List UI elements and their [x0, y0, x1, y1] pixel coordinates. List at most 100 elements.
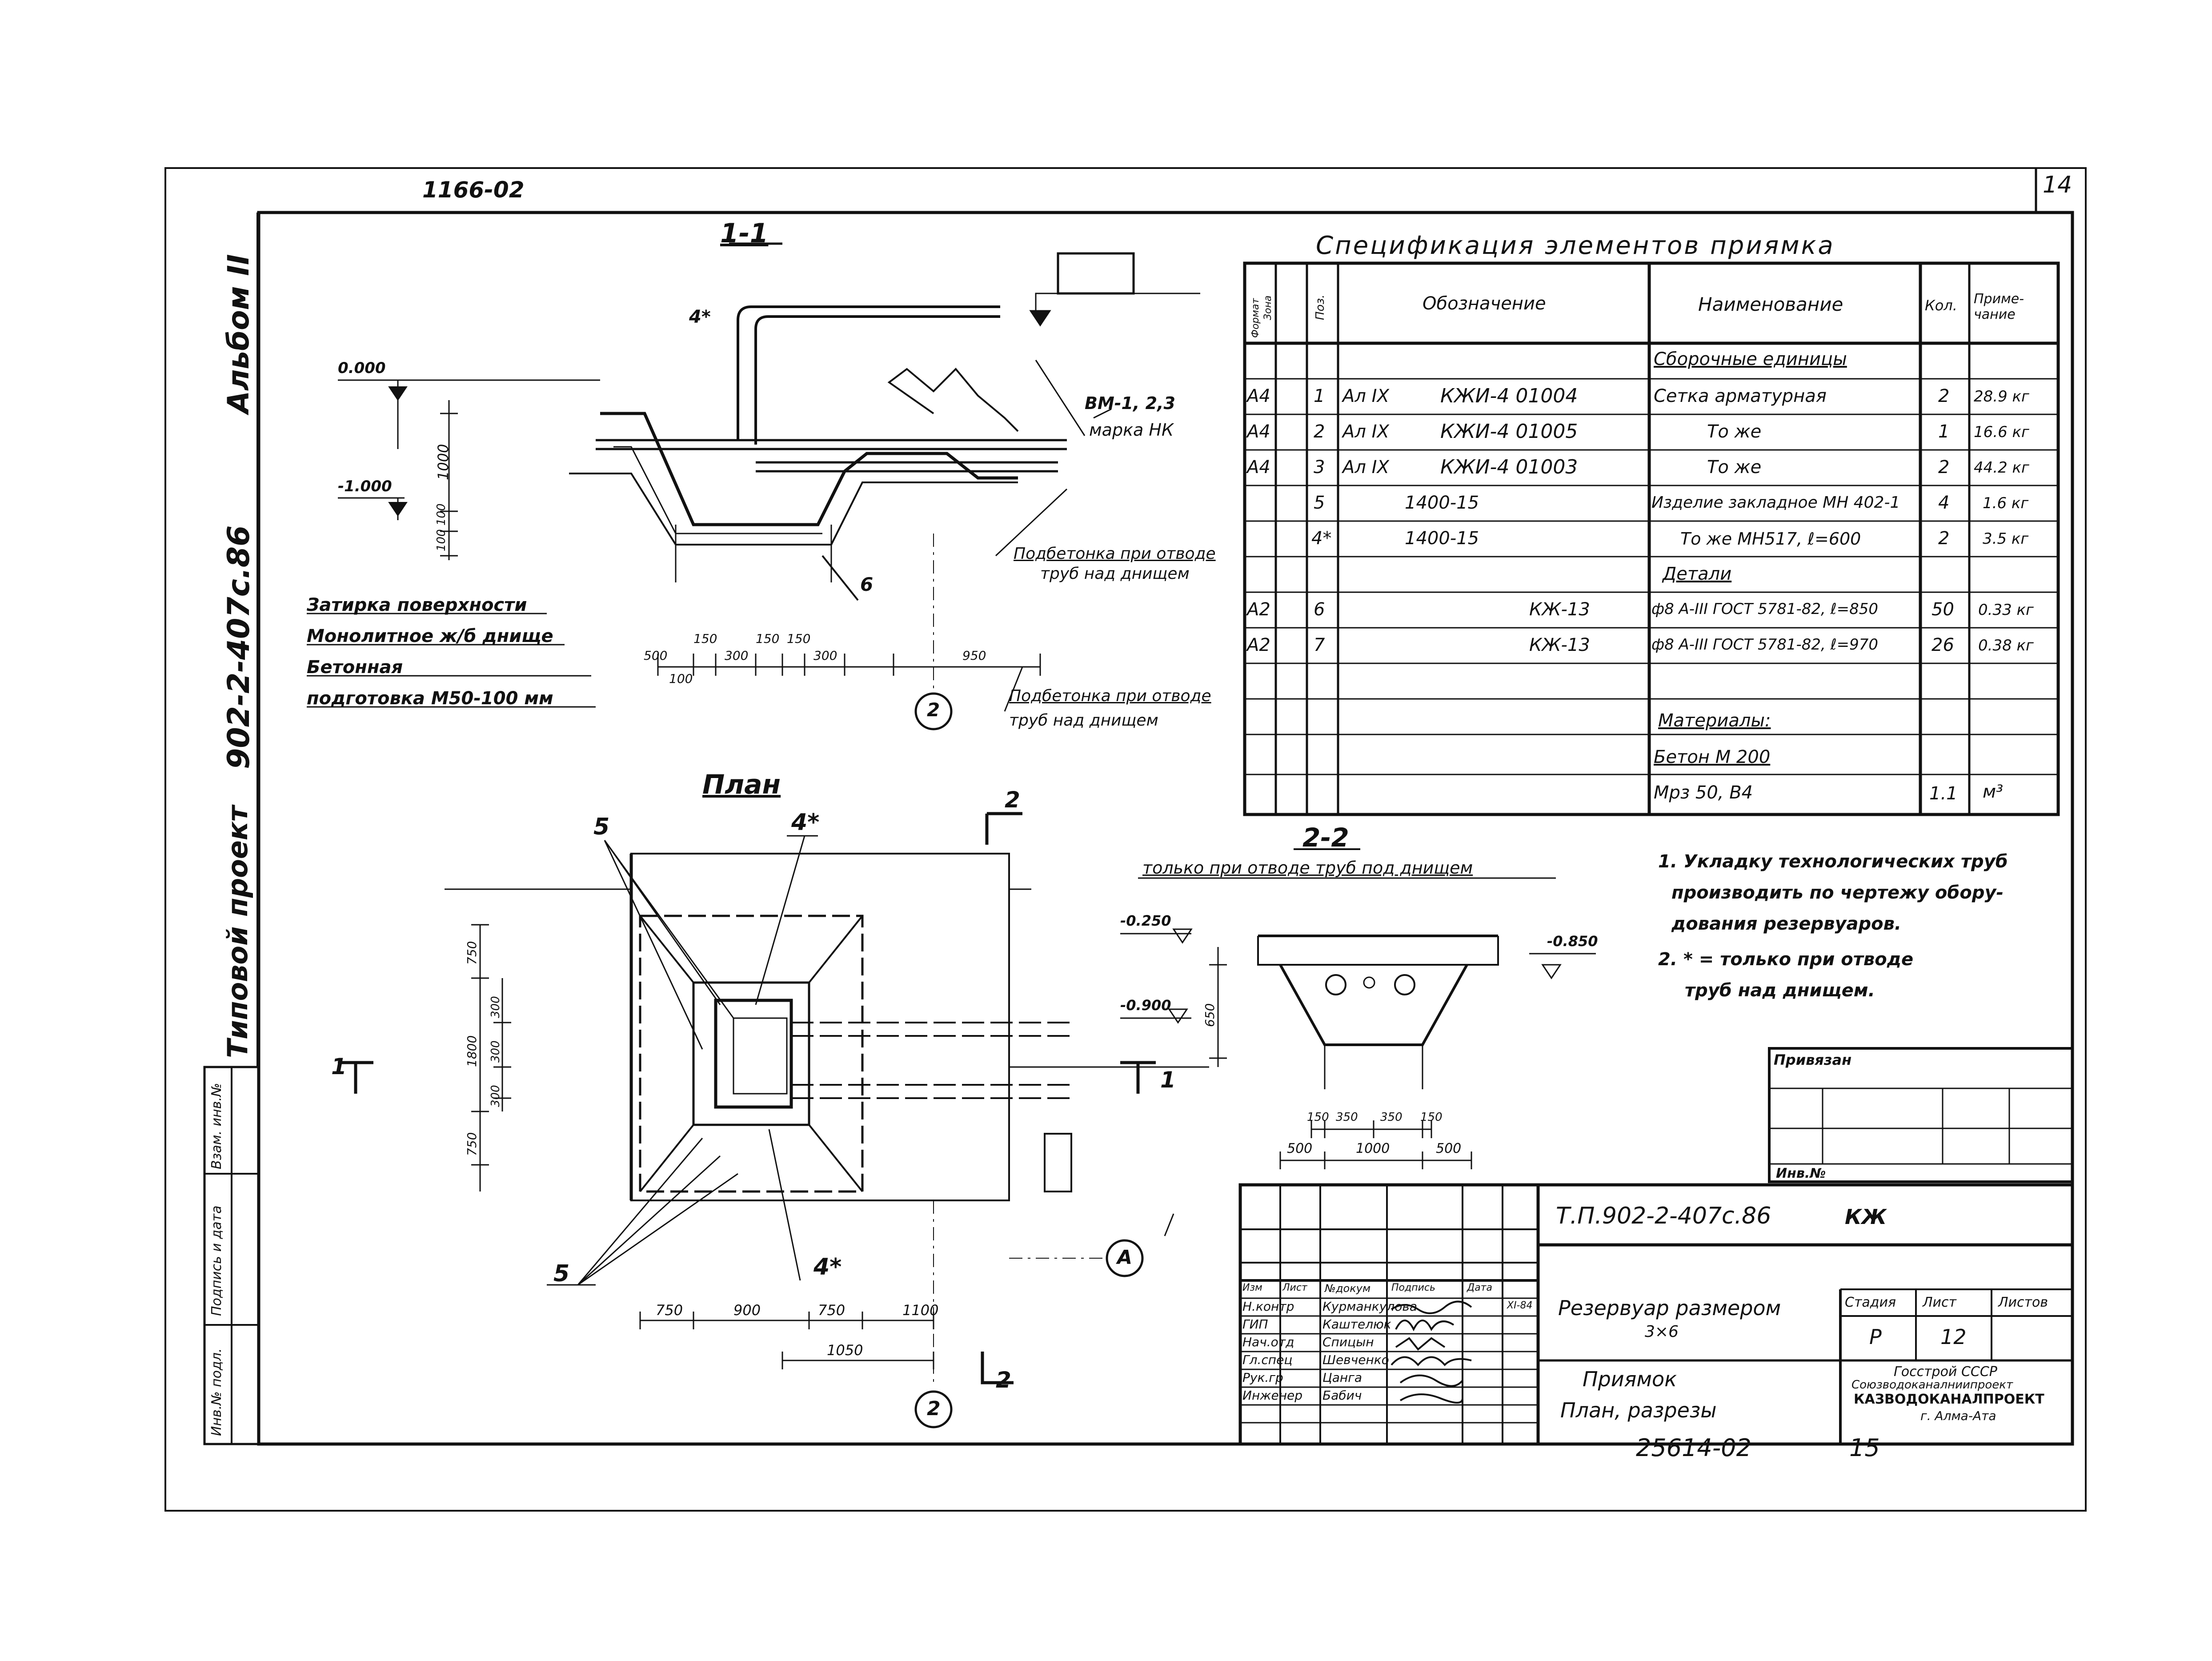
note-1b: производить по чертежу обору- — [1671, 883, 2004, 903]
spec-r2-note: 16.6 кг — [1974, 423, 2029, 441]
dim-b-150b: 150 — [756, 631, 780, 646]
title-code: Т.П.902-2-407с.86 — [1556, 1203, 1771, 1229]
spec-table-lines — [1243, 261, 2060, 816]
legend-3: Бетонная — [307, 657, 403, 678]
plan-mark-5-top: 5 — [593, 814, 610, 840]
spec-r2-pos: 2 — [1314, 421, 1325, 442]
level-minus-1: -1.000 — [338, 477, 392, 495]
spec-p2-qty: 26 — [1931, 635, 1954, 655]
dim-b-300a: 300 — [725, 648, 749, 663]
spec-p1-format: А2 — [1247, 599, 1270, 620]
label-vm: ВМ-1, 2,3 — [1085, 393, 1175, 413]
spec-p1-qty: 50 — [1931, 599, 1954, 620]
spec-r2-format: А4 — [1247, 421, 1270, 442]
tb-role-3: Нач.отд — [1242, 1335, 1294, 1349]
note-2a: 2. * = только при отводе — [1658, 949, 1914, 970]
tb-col-izm: Изм — [1242, 1282, 1262, 1293]
spec-r3-designation: КЖИ-4 01003 — [1440, 456, 1578, 478]
spec-material-2: Мрз 50, В4 — [1654, 782, 1753, 803]
spec-material-1: Бетон М 200 — [1654, 747, 1771, 767]
dim-2-2-350a: 350 — [1336, 1111, 1358, 1124]
spec-p1-pos: 6 — [1314, 599, 1325, 620]
tb-object-1: Резервуар размером — [1558, 1296, 1781, 1320]
label-mark-nk: марка НК — [1089, 420, 1174, 440]
spec-r3-qty: 2 — [1938, 457, 1950, 477]
spec-r1-name: Сетка арматурная — [1654, 386, 1827, 406]
axis-2-plan: 2 — [927, 1397, 941, 1420]
legend-4: подготовка М50-100 мм — [307, 688, 553, 709]
dim-2-2-500b: 500 — [1436, 1141, 1462, 1156]
footer-code: 25614-02 — [1636, 1434, 1751, 1462]
spec-h-name: Наименование — [1698, 293, 1843, 315]
spec-h-designation: Обозначение — [1423, 293, 1546, 314]
spec-r3-name: То же — [1707, 457, 1762, 477]
spec-r5-note: 3.5 кг — [1983, 530, 2029, 548]
title-mark: КЖ — [1845, 1205, 1887, 1229]
plan-mark-4-top: 4* — [791, 809, 820, 836]
spec-title: Спецификация элементов приямка — [1316, 231, 1835, 260]
spec-r1-pos: 1 — [1314, 386, 1325, 406]
level-2-2-right: -0.850 — [1547, 933, 1598, 950]
spec-r3-prefix: Ал IX — [1342, 457, 1389, 477]
tb-org-4: г. Алма-Ата — [1920, 1408, 1996, 1423]
note-under-2b: труб над днищем — [1009, 711, 1158, 730]
tb-name-2: Каштелюк — [1322, 1317, 1391, 1332]
spec-r2-name: То же — [1707, 421, 1762, 442]
spec-r3-pos: 3 — [1314, 457, 1325, 477]
tb-org-2: Союзводоканалниипроект — [1851, 1378, 2013, 1392]
spec-r1-prefix: Ал IX — [1342, 386, 1389, 406]
tb-sheet-label: Лист — [1923, 1295, 1957, 1310]
tb-stage: Р — [1869, 1325, 1882, 1349]
spec-r1-note: 28.9 кг — [1974, 388, 2029, 405]
spec-group-assembly: Сборочные единицы — [1654, 349, 1847, 369]
tb-sheet-2: План, разрезы — [1560, 1398, 1717, 1422]
tb-role-2: ГИП — [1242, 1317, 1268, 1332]
footer-page: 15 — [1849, 1434, 1880, 1462]
tb-role-5: Рук.гр — [1242, 1370, 1283, 1385]
plan-dim-b-1100: 1100 — [902, 1302, 939, 1319]
spec-r4-designation: 1400-15 — [1405, 493, 1479, 513]
spec-r4-note: 1.6 кг — [1983, 494, 2029, 512]
spec-r2-prefix: Ал IX — [1342, 421, 1389, 442]
plan-dim-b-750b: 750 — [818, 1302, 846, 1319]
dim-2-2-500a: 500 — [1287, 1141, 1313, 1156]
tb-sheets-label: Листов — [1998, 1295, 2048, 1310]
privyazan-inv: Инв.№ — [1776, 1166, 1826, 1181]
mark-6: 6 — [860, 574, 874, 595]
dim-b-150c: 150 — [787, 631, 811, 646]
spec-group-parts: Детали — [1663, 564, 1732, 584]
spec-h-qty: Кол. — [1925, 297, 1957, 314]
dim-b-100: 100 — [669, 671, 693, 686]
level-0: 0.000 — [338, 359, 386, 377]
spec-r5-qty: 2 — [1938, 528, 1950, 549]
dim-2-2-350b: 350 — [1380, 1111, 1403, 1124]
note-2b: труб над днищем. — [1685, 980, 1875, 1001]
spec-r2-designation: КЖИ-4 01005 — [1440, 420, 1578, 443]
note-1a: 1. Укладку технологических труб — [1658, 851, 2008, 872]
tb-sheet-1: Приямок — [1583, 1367, 1677, 1391]
note-1c: дования резервуаров. — [1671, 914, 1902, 934]
tb-name-4: Шевченко — [1322, 1352, 1389, 1367]
section-1-1-title: 1-1 — [720, 218, 769, 249]
tb-object-2: 3×6 — [1645, 1323, 1679, 1341]
spec-r5-name: То же МН517, ℓ=600 — [1680, 529, 1861, 549]
tb-col-sign: Подпись — [1391, 1282, 1435, 1293]
spec-p1-note: 0.33 кг — [1978, 601, 2034, 619]
spec-r3-note: 44.2 кг — [1974, 459, 2029, 477]
mark-4-star: 4* — [689, 307, 711, 327]
spec-h-note: Приме-чание — [1974, 291, 2024, 322]
plan-mark-4-bottom: 4* — [813, 1254, 842, 1280]
level-2-2-top: -0.250 — [1120, 912, 1171, 929]
tb-name-1: Курманкулова — [1322, 1299, 1417, 1314]
tb-org-3: КАЗВОДОКАНАЛПРОЕКТ — [1854, 1392, 2044, 1407]
note-under-1b: труб над днищем — [1040, 565, 1190, 583]
spec-r5-pos: 4* — [1311, 528, 1332, 549]
spec-p2-pos: 7 — [1314, 635, 1325, 655]
dim-2-2-1000: 1000 — [1356, 1141, 1390, 1156]
spec-material-qty: 1.1 — [1929, 783, 1958, 804]
spec-p2-designation: КЖ-13 — [1529, 635, 1590, 655]
outer-frame — [164, 167, 2087, 1512]
plan-dim-b-750a: 750 — [656, 1302, 683, 1319]
tb-org-1: Госстрой СССР — [1894, 1364, 1997, 1380]
